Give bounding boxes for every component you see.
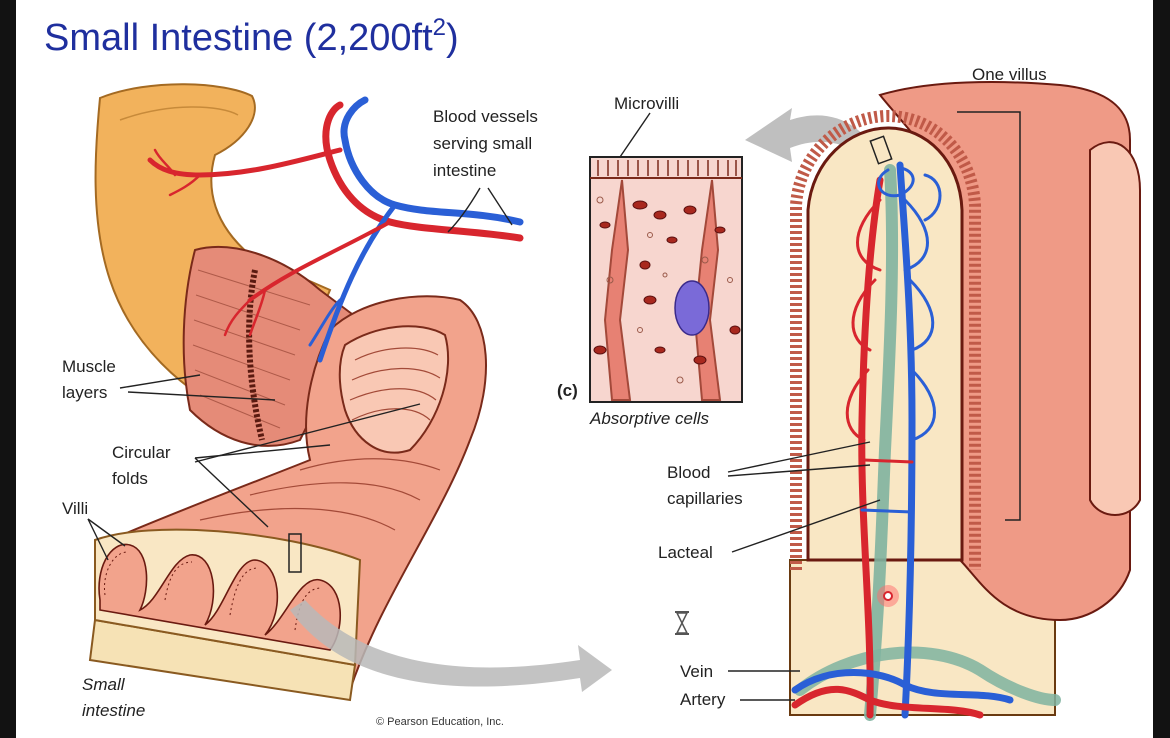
blood-capillaries-line-2: capillaries <box>667 489 743 508</box>
label-absorptive-cells: Absorptive cells <box>589 409 710 428</box>
hourglass-icon <box>675 611 689 635</box>
muscle-layers-line-1: Muscle <box>62 357 116 376</box>
artery-base <box>791 685 984 719</box>
label-lacteal: Lacteal <box>658 543 713 562</box>
intestine-illustration <box>88 83 524 702</box>
title-superscript: 2 <box>433 14 446 41</box>
villus-artery <box>858 176 884 719</box>
highlight-dot-core <box>883 591 893 601</box>
villi-fringe <box>103 551 323 631</box>
vessel-artery <box>322 101 524 242</box>
vessel-small-2 <box>223 288 267 337</box>
absorptive-cells-panel <box>589 156 743 403</box>
circular-folds-line-2: folds <box>112 469 148 488</box>
blood-vessels-line-3: intestine <box>433 161 496 180</box>
arrow-to-villus <box>290 600 612 692</box>
vein-base <box>791 669 1014 704</box>
blood-vessels-line-1: Blood vessels <box>433 107 538 126</box>
small-intestine-line-2: intestine <box>82 701 145 720</box>
main-villus-epithelium <box>790 109 981 570</box>
blood-capillaries-line-1: Blood <box>667 463 710 482</box>
capillary-loops <box>845 166 942 514</box>
cell-vesicles <box>596 196 733 384</box>
cell-marker <box>869 135 893 165</box>
villus-vessels <box>791 161 1061 721</box>
label-circular-folds: Circular folds <box>112 443 175 488</box>
vessel-artery-branch <box>147 147 343 178</box>
label-microvilli: Microvilli <box>614 94 679 113</box>
label-artery: Artery <box>680 690 726 709</box>
intestine-outer-highlight <box>119 106 239 121</box>
villus-marker <box>288 533 302 573</box>
left-dark-bar <box>0 0 16 738</box>
side-villus <box>1089 141 1141 516</box>
lacteal-vessel <box>864 164 899 721</box>
label-blood-vessels: Blood vessels serving small intestine <box>433 107 543 180</box>
page-title: Small Intestine (2,200ft2) <box>44 14 459 59</box>
villus-vein <box>896 161 916 719</box>
vessel-vein <box>340 96 524 226</box>
title-text: Small Intestine (2,200ft <box>44 17 433 59</box>
vessel-small-1 <box>153 148 202 197</box>
microvilli-brush <box>597 160 737 176</box>
label-villi: Villi <box>62 499 88 518</box>
arrow-to-cells <box>745 108 872 162</box>
muscle-band <box>246 269 265 441</box>
vessel-vein-branch <box>317 202 398 363</box>
muscle-layers-line-2: layers <box>62 383 107 402</box>
right-dark-bar <box>1153 0 1170 738</box>
cell-nucleus <box>674 280 710 336</box>
circular-folds-line-1: Circular <box>112 443 171 462</box>
label-one-villus: One villus <box>972 65 1047 84</box>
label-muscle-layers: Muscle layers <box>62 357 121 402</box>
leader-lines <box>87 112 881 701</box>
title-close: ) <box>446 17 459 59</box>
label-panel-c: (c) <box>557 381 578 400</box>
cell-walls <box>603 179 722 401</box>
lacteal-base <box>794 646 1061 706</box>
label-vein: Vein <box>680 662 713 681</box>
label-small-intestine: Small intestine <box>82 675 145 720</box>
copyright-notice: © Pearson Education, Inc. <box>376 716 504 728</box>
blood-vessels-line-2: serving small <box>433 134 532 153</box>
small-intestine-line-1: Small <box>82 675 126 694</box>
vessel-small-3 <box>308 298 342 347</box>
one-villus-bracket <box>957 111 1021 521</box>
blood-vessels <box>147 96 524 363</box>
label-blood-capillaries: Blood capillaries <box>667 463 743 508</box>
villus-illustration <box>789 81 1141 721</box>
villi-folds <box>98 543 341 651</box>
cell-organelles <box>593 200 741 365</box>
circular-fold-lines <box>199 347 441 531</box>
